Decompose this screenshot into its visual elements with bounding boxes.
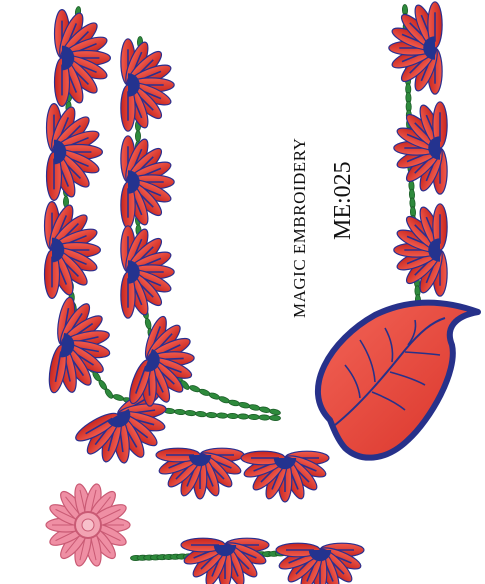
flower-center xyxy=(428,238,440,262)
flower-center xyxy=(59,332,75,358)
vine-bead xyxy=(238,401,251,409)
paisley-vein xyxy=(404,351,441,356)
outer-flower-3 xyxy=(43,200,102,300)
flower-center xyxy=(107,408,131,428)
inner-flower-2 xyxy=(120,135,175,229)
pink-flower xyxy=(45,483,131,567)
paisley-vein-main xyxy=(334,317,446,426)
flower-center xyxy=(428,136,440,160)
vine-bead xyxy=(144,317,152,330)
inner-flower-4 xyxy=(129,315,195,407)
vine-bead xyxy=(269,408,281,416)
petal xyxy=(432,101,448,149)
vine-bead xyxy=(258,414,271,421)
flower-center xyxy=(54,139,67,165)
flower-layer xyxy=(43,1,448,584)
lower-flower-2 xyxy=(275,542,365,584)
vine-bead xyxy=(135,130,142,143)
outer-flower-4 xyxy=(48,296,111,394)
vine-bead xyxy=(237,413,250,420)
flower-center xyxy=(128,170,140,194)
paisley-veins xyxy=(344,319,441,411)
vine-bead xyxy=(195,411,207,418)
petal xyxy=(180,537,226,553)
paisley-vein xyxy=(371,391,406,411)
vine-bead xyxy=(247,414,260,421)
vine-bead xyxy=(216,412,229,419)
paisley-vein xyxy=(384,327,394,363)
flower-center xyxy=(52,237,65,263)
vine-bead xyxy=(258,406,271,413)
right-flower-2 xyxy=(393,101,448,195)
vine-bead xyxy=(112,394,125,401)
flower-center xyxy=(128,260,140,284)
inner-flower-1 xyxy=(120,38,175,132)
vine-bead xyxy=(184,410,197,417)
outer-flower-1 xyxy=(53,8,112,108)
bottom-flower-1 xyxy=(155,447,245,500)
paisley-vein xyxy=(344,364,361,399)
paisley-vein xyxy=(359,339,376,383)
vine-bead xyxy=(174,408,186,416)
flower-center xyxy=(308,550,332,562)
vine-bead xyxy=(180,380,190,390)
outer-flower-5 xyxy=(75,388,167,464)
right-flower-3 xyxy=(393,203,448,297)
flower-center xyxy=(62,45,75,71)
paisley-vein xyxy=(407,319,417,346)
vine-bead xyxy=(226,413,239,420)
lower-flower-1 xyxy=(180,537,270,584)
vine-bead xyxy=(205,412,218,419)
brand-label: MAGIC EMBROIDERY xyxy=(290,137,309,318)
vine-layer xyxy=(63,4,422,562)
vine-bead xyxy=(104,388,114,399)
flower-center xyxy=(423,36,435,60)
inner-flower-3 xyxy=(120,225,175,319)
vine-bead xyxy=(248,404,261,411)
paisley-motif xyxy=(315,299,481,461)
paisley-vein xyxy=(389,371,426,386)
bottom-flower-2 xyxy=(240,450,330,503)
flower-center xyxy=(143,348,160,372)
flower-center xyxy=(188,455,212,467)
right-flower-1 xyxy=(388,1,443,95)
flower-center xyxy=(273,458,297,470)
flower-center xyxy=(213,545,237,557)
vine-bead xyxy=(269,414,281,422)
flower-center xyxy=(128,73,140,97)
paisley-body xyxy=(315,299,481,461)
vine-bead xyxy=(228,399,240,407)
outer-flower-2 xyxy=(45,102,104,202)
design-code: ME:025 xyxy=(330,161,356,240)
